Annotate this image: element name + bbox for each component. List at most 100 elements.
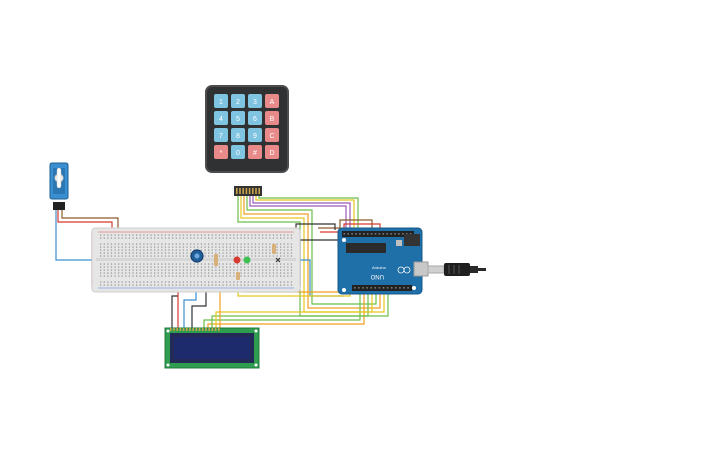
led-red[interactable] <box>233 256 241 264</box>
wire-lcd-5[interactable] <box>203 290 361 330</box>
wire-arduino-top-2[interactable] <box>320 223 381 233</box>
wire-keypad-6[interactable] <box>252 195 351 232</box>
breadboard-hole <box>128 272 131 274</box>
keypad-key-#[interactable]: # <box>248 145 262 159</box>
breadboard-hole <box>146 237 149 239</box>
breadboard-hole <box>265 243 267 245</box>
wire-lcd-3[interactable] <box>183 290 197 330</box>
wire-keypad-4[interactable] <box>246 195 377 305</box>
breadboard-hole <box>218 255 221 257</box>
keypad-key-1[interactable]: 1 <box>214 94 228 108</box>
keypad-key-*[interactable]: * <box>214 145 228 159</box>
breadboard-hole <box>272 275 275 277</box>
keypad-key-3[interactable]: 3 <box>248 94 262 108</box>
breadboard-hole <box>125 234 127 236</box>
breadboard-hole <box>215 243 217 245</box>
wire-servo-red[interactable] <box>57 208 113 232</box>
breadboard-hole <box>114 266 116 268</box>
keypad-key-D[interactable]: D <box>265 145 279 159</box>
breadboard-hole <box>197 275 199 277</box>
breadboard-hole <box>164 275 167 277</box>
keypad-key-6[interactable]: 6 <box>248 111 262 125</box>
breadboard-hole <box>103 269 105 271</box>
breadboard-hole <box>244 266 246 268</box>
keypad-key-C[interactable]: C <box>265 128 279 142</box>
led-green[interactable] <box>243 256 251 264</box>
wire-arduino-top-3[interactable] <box>295 223 336 230</box>
breadboard-hole <box>157 243 159 245</box>
breadboard-hole <box>168 252 170 254</box>
breadboard-hole <box>172 263 174 265</box>
arduino-power-jack[interactable] <box>404 234 420 246</box>
breadboard-hole <box>211 234 213 236</box>
breadboard-hole <box>143 249 145 251</box>
breadboard-hole <box>283 246 285 248</box>
wire-lcd-4[interactable] <box>191 290 207 330</box>
usb-cable[interactable] <box>427 263 486 276</box>
breadboard-hole <box>136 275 138 277</box>
arduino-power-analog-header <box>352 285 412 291</box>
arduino-pin <box>402 233 404 235</box>
wire-lcd-7[interactable] <box>211 290 369 330</box>
wire-keypad-2[interactable] <box>240 195 385 313</box>
breadboard-hole <box>179 275 181 277</box>
breadboard-hole <box>139 272 141 274</box>
arduino-reset-button[interactable] <box>396 240 402 246</box>
arduino-usb-port[interactable] <box>413 261 429 277</box>
breadboard-hole <box>254 284 257 286</box>
breadboard-hole <box>121 252 123 254</box>
breadboard-hole <box>247 266 249 268</box>
breadboard-hole <box>218 263 221 265</box>
keypad-key-4[interactable]: 4 <box>214 111 228 125</box>
resistor-3[interactable] <box>272 244 276 254</box>
wire-lcd-6[interactable] <box>207 290 365 330</box>
keypad-pin <box>248 188 251 194</box>
keypad-key-label: 6 <box>253 116 257 123</box>
wire-keypad-7[interactable] <box>255 195 355 232</box>
breadboard-hole <box>283 284 285 286</box>
keypad-key-A[interactable]: A <box>265 94 279 108</box>
breadboard-hole <box>287 263 289 265</box>
keypad-key-8[interactable]: 8 <box>231 128 245 142</box>
breadboard-hole <box>164 263 167 265</box>
wire-lcd-8[interactable] <box>215 290 373 330</box>
breadboard-hole <box>100 246 102 248</box>
breadboard-hole <box>154 252 156 254</box>
breadboard-hole <box>211 284 213 286</box>
breadboard-hole <box>182 263 185 265</box>
resistor-2[interactable] <box>236 272 240 280</box>
breadboard-hole <box>229 255 231 257</box>
lcd-pin <box>192 328 194 331</box>
servo-motor[interactable] <box>49 162 69 210</box>
lcd-16x2[interactable] <box>164 327 260 369</box>
breadboard-hole <box>204 269 206 271</box>
breadboard-hole <box>236 249 239 251</box>
small-component-x[interactable] <box>275 257 281 263</box>
breadboard-hole <box>168 234 170 236</box>
breadboard-hole <box>226 237 228 239</box>
breadboard-hole <box>200 249 203 251</box>
arduino-mount-hole <box>342 238 346 242</box>
wire-keypad-8[interactable] <box>258 195 359 232</box>
lcd-mount-hole <box>254 363 258 367</box>
breadboard[interactable] <box>91 227 301 293</box>
keypad-key-0[interactable]: 0 <box>231 145 245 159</box>
resistor-1[interactable] <box>214 254 218 266</box>
breadboard-hole <box>290 275 293 277</box>
breadboard-hole <box>190 284 192 286</box>
breadboard-hole <box>240 255 242 257</box>
breadboard-hole <box>236 263 239 265</box>
wire-servo-black[interactable] <box>61 208 119 232</box>
wire-keypad-3[interactable] <box>243 195 381 309</box>
keypad-key-5[interactable]: 5 <box>231 111 245 125</box>
wire-keypad-5[interactable] <box>249 195 347 232</box>
breadboard-hole <box>121 275 123 277</box>
wire-lcd-1[interactable] <box>171 295 178 330</box>
keypad-key-2[interactable]: 2 <box>231 94 245 108</box>
keypad-key-B[interactable]: B <box>265 111 279 125</box>
keypad-key-9[interactable]: 9 <box>248 128 262 142</box>
breadboard-hole <box>164 249 167 251</box>
arduino-uno[interactable]: Arduino UNO <box>337 227 429 295</box>
keypad-key-7[interactable]: 7 <box>214 128 228 142</box>
